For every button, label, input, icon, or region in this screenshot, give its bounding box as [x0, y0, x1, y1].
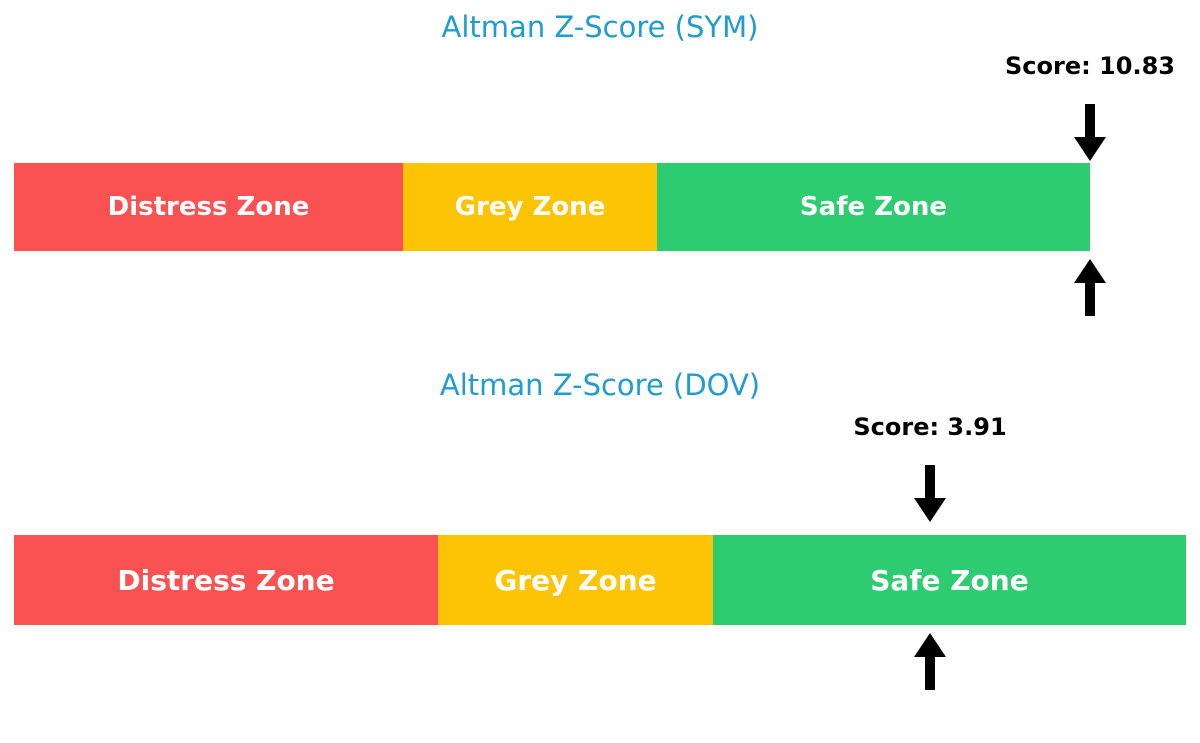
score-label-sym: Score: 10.83 — [1005, 52, 1175, 80]
zone-distress: Distress Zone — [14, 163, 403, 251]
zone-safe: Safe Zone — [713, 535, 1186, 625]
arrow-down-icon — [1073, 104, 1107, 162]
zone-safe: Safe Zone — [657, 163, 1090, 251]
arrow-up-icon — [1073, 258, 1107, 316]
score-label-dov: Score: 3.91 — [853, 413, 1007, 441]
zone-bar-sym: Distress Zone Grey Zone Safe Zone — [14, 163, 1090, 251]
zone-distress: Distress Zone — [14, 535, 438, 625]
chart-title-sym: Altman Z-Score (SYM) — [441, 10, 759, 44]
zone-grey: Grey Zone — [438, 535, 713, 625]
zscore-panel-sym: Altman Z-Score (SYM) Score: 10.83 Distre… — [0, 0, 1200, 360]
zscore-panel-dov: Altman Z-Score (DOV) Score: 3.91 Distres… — [0, 360, 1200, 743]
arrow-down-icon — [913, 465, 947, 523]
arrow-up-icon — [913, 632, 947, 690]
zone-bar-dov: Distress Zone Grey Zone Safe Zone — [14, 535, 1186, 625]
zone-grey: Grey Zone — [403, 163, 657, 251]
chart-title-dov: Altman Z-Score (DOV) — [439, 368, 761, 402]
